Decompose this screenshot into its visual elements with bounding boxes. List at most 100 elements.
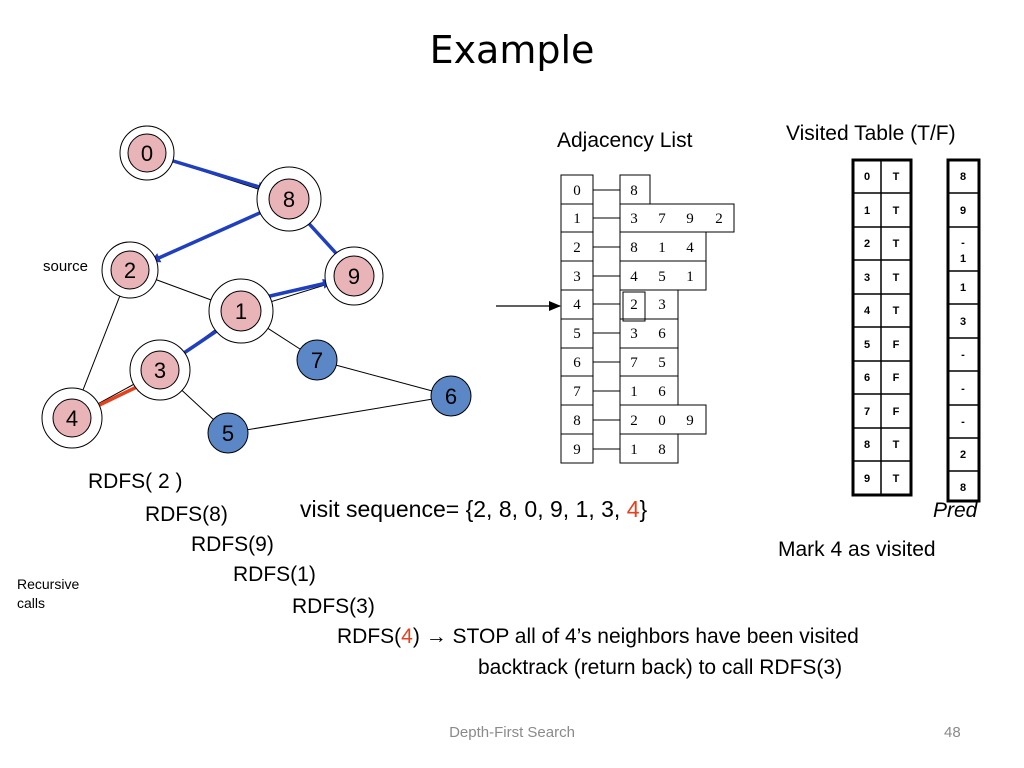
call-rdfs-9: RDFS(9) bbox=[191, 533, 274, 556]
svg-text:T: T bbox=[893, 305, 900, 317]
svg-text:3: 3 bbox=[864, 272, 870, 284]
svg-text:4: 4 bbox=[686, 240, 694, 256]
svg-text:0: 0 bbox=[573, 183, 581, 199]
svg-text:1: 1 bbox=[630, 442, 638, 458]
call-rdfs-4: RDFS(4) → STOP all of 4’s neighbors have… bbox=[337, 625, 859, 648]
svg-text:6: 6 bbox=[658, 384, 666, 400]
node-label-7: 7 bbox=[311, 348, 323, 373]
svg-text:F: F bbox=[893, 406, 900, 418]
call-rdfs-1: RDFS(1) bbox=[233, 563, 316, 586]
svg-text:8: 8 bbox=[960, 171, 966, 183]
tree-edge-8-2 bbox=[150, 205, 274, 263]
svg-text:9: 9 bbox=[686, 413, 694, 429]
svg-text:1: 1 bbox=[960, 282, 966, 294]
visit-sequence-highlight: 4 bbox=[626, 496, 640, 522]
node-9: 9 bbox=[324, 246, 384, 306]
adjacency-list-title: Adjacency List bbox=[557, 129, 693, 152]
slide-title: Example bbox=[429, 28, 595, 72]
svg-text:T: T bbox=[893, 205, 900, 217]
svg-text:1: 1 bbox=[864, 205, 870, 217]
mark-visited-note: Mark 4 as visited bbox=[778, 538, 936, 561]
svg-text:5: 5 bbox=[573, 326, 581, 342]
adjacency-row-6 bbox=[619, 347, 679, 377]
svg-text:2: 2 bbox=[630, 413, 638, 429]
right-arrow-icon: → bbox=[425, 625, 447, 648]
node-5: 5 bbox=[207, 412, 249, 454]
svg-text:8: 8 bbox=[573, 413, 581, 429]
recursive-calls-label: Recursive calls bbox=[17, 576, 80, 611]
call-rdfs-2: RDFS( 2 ) bbox=[88, 470, 183, 493]
adjacency-row-7 bbox=[619, 375, 679, 406]
node-7: 7 bbox=[296, 339, 338, 381]
svg-text:4: 4 bbox=[573, 297, 581, 313]
page-number: 48 bbox=[944, 724, 961, 741]
svg-text:-: - bbox=[961, 383, 965, 395]
footer-title: Depth-First Search bbox=[449, 724, 575, 741]
svg-text:2: 2 bbox=[864, 238, 870, 250]
node-6: 6 bbox=[430, 375, 472, 417]
svg-text:9: 9 bbox=[960, 205, 966, 217]
node-label-5: 5 bbox=[222, 421, 234, 446]
svg-text:2: 2 bbox=[573, 240, 581, 256]
svg-text:3: 3 bbox=[658, 297, 666, 313]
call-rdfs-8: RDFS(8) bbox=[145, 503, 228, 526]
svg-text:1: 1 bbox=[658, 240, 666, 256]
node-1: 1 bbox=[208, 278, 274, 344]
tree-edge-0-8 bbox=[159, 155, 268, 192]
svg-text:T: T bbox=[893, 439, 900, 451]
node-2: 2 bbox=[101, 241, 159, 299]
node-label-1: 1 bbox=[235, 299, 247, 324]
node-label-4: 4 bbox=[66, 406, 78, 431]
svg-text:2: 2 bbox=[630, 297, 638, 313]
svg-text:2: 2 bbox=[715, 211, 723, 227]
edge-5-6 bbox=[227, 395, 452, 434]
svg-text:1: 1 bbox=[573, 211, 581, 227]
visit-sequence: visit sequence= {2, 8, 0, 9, 1, 3, 4} bbox=[300, 496, 648, 522]
svg-text:F: F bbox=[893, 339, 900, 351]
svg-text:5: 5 bbox=[658, 355, 666, 371]
svg-text:8: 8 bbox=[630, 240, 638, 256]
graph-nodes: 0 8 2 9 1 3 4 bbox=[41, 125, 472, 454]
svg-text:9: 9 bbox=[573, 442, 581, 458]
svg-text:0: 0 bbox=[864, 171, 870, 183]
svg-text:8: 8 bbox=[658, 442, 666, 458]
svg-text:-: - bbox=[961, 237, 965, 249]
svg-text:4: 4 bbox=[864, 305, 871, 317]
svg-text:4: 4 bbox=[630, 269, 638, 285]
node-label-0: 0 bbox=[141, 141, 153, 166]
node-label-8: 8 bbox=[283, 187, 295, 212]
svg-text:7: 7 bbox=[658, 211, 666, 227]
svg-text:8: 8 bbox=[630, 183, 638, 199]
current-call-vertex: 4 bbox=[401, 625, 413, 648]
svg-text:T: T bbox=[893, 238, 900, 250]
adjacency-row-5 bbox=[619, 318, 679, 349]
svg-text:T: T bbox=[893, 473, 900, 485]
node-label-9: 9 bbox=[348, 264, 360, 289]
svg-text:8: 8 bbox=[864, 439, 870, 451]
svg-text:3: 3 bbox=[573, 269, 581, 285]
svg-text:1: 1 bbox=[960, 253, 966, 265]
svg-text:6: 6 bbox=[573, 355, 581, 371]
node-4: 4 bbox=[41, 387, 103, 449]
svg-text:T: T bbox=[893, 272, 900, 284]
svg-text:T: T bbox=[893, 171, 900, 183]
pred-table bbox=[946, 158, 981, 503]
svg-text:7: 7 bbox=[630, 355, 638, 371]
node-0: 0 bbox=[119, 125, 175, 181]
svg-text:3: 3 bbox=[960, 316, 966, 328]
svg-text:5: 5 bbox=[864, 339, 870, 351]
svg-text:-: - bbox=[961, 416, 965, 428]
svg-text:9: 9 bbox=[686, 211, 694, 227]
svg-text:1: 1 bbox=[686, 269, 694, 285]
svg-text:1: 1 bbox=[630, 384, 638, 400]
node-label-3: 3 bbox=[154, 358, 166, 383]
edge-7-6 bbox=[316, 359, 452, 397]
svg-text:5: 5 bbox=[658, 269, 666, 285]
svg-text:9: 9 bbox=[864, 473, 870, 485]
pred-label: Pred bbox=[933, 499, 978, 522]
source-label: source bbox=[43, 258, 89, 275]
svg-text:6: 6 bbox=[658, 326, 666, 342]
svg-text:0: 0 bbox=[658, 413, 666, 429]
call-rdfs-3: RDFS(3) bbox=[292, 595, 375, 618]
